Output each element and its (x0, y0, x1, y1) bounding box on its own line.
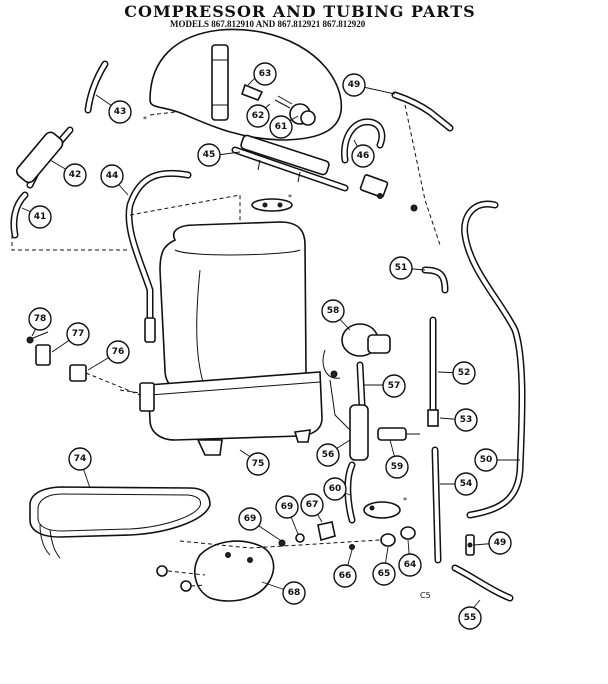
callout-62: 62 (246, 104, 270, 128)
callout-45: 45 (197, 143, 221, 167)
svg-text:55: 55 (464, 613, 477, 623)
callout-68: 68 (282, 581, 306, 605)
svg-text:61: 61 (275, 122, 288, 132)
callout-42: 42 (63, 163, 87, 187)
svg-text:50: 50 (480, 455, 493, 465)
kit-outline (149, 28, 343, 141)
callout-63: 63 (253, 62, 277, 86)
svg-text:57: 57 (388, 381, 401, 391)
callout-59: 59 (385, 455, 409, 479)
svg-text:75: 75 (252, 459, 265, 469)
callout-54: 54 (454, 472, 478, 496)
svg-text:58: 58 (327, 306, 340, 316)
callout-75: 75 (246, 452, 270, 476)
svg-text:77: 77 (72, 329, 85, 339)
svg-text:45: 45 (203, 150, 216, 160)
svg-text:67: 67 (306, 500, 319, 510)
kit-tube (211, 44, 229, 121)
callout-52: 52 (452, 361, 476, 385)
svg-text:63: 63 (259, 69, 272, 79)
svg-text:56: 56 (322, 450, 335, 460)
callout-57: 57 (382, 374, 406, 398)
svg-text:43: 43 (114, 107, 127, 117)
callout-74: 74 (68, 447, 92, 471)
svg-text:69: 69 (244, 514, 257, 524)
svg-text:62: 62 (252, 111, 265, 121)
svg-text:42: 42 (69, 170, 82, 180)
callout-49: 49 (342, 73, 366, 97)
callout-61: 61 (269, 115, 293, 139)
callout-41: 41 (28, 205, 52, 229)
callout-66: 66 (333, 564, 357, 588)
callout-53: 53 (454, 408, 478, 432)
callout-69: 69 (275, 495, 299, 519)
callout-77: 77 (66, 322, 90, 346)
svg-text:51: 51 (395, 263, 408, 273)
svg-text:41: 41 (34, 212, 47, 222)
svg-text:78: 78 (34, 314, 47, 324)
svg-text:68: 68 (288, 588, 301, 598)
svg-text:76: 76 (112, 347, 125, 357)
svg-text:46: 46 (357, 151, 370, 161)
callout-67: 67 (300, 493, 324, 517)
svg-text:53: 53 (460, 415, 473, 425)
svg-text:69: 69 (281, 502, 294, 512)
callout-60: 60 (323, 477, 347, 501)
callout-78: 78 (28, 307, 52, 331)
callout-58: 58 (321, 299, 345, 323)
asterisk-mark: * (143, 115, 147, 124)
callout-48: 49 (488, 531, 512, 555)
svg-text:66: 66 (339, 571, 352, 581)
svg-text:49: 49 (494, 538, 507, 548)
svg-text:52: 52 (458, 368, 471, 378)
callout-56: 56 (316, 443, 340, 467)
svg-text:49: 49 (348, 80, 361, 90)
svg-text:44: 44 (106, 171, 119, 181)
model-numbers: MODELS 867.812910 AND 867.812921 867.812… (170, 19, 366, 29)
diagram-title: COMPRESSOR AND TUBING PARTS (124, 2, 476, 21)
svg-text:54: 54 (460, 479, 473, 489)
svg-text:*: * (403, 496, 407, 505)
callout-64: 64 (398, 553, 422, 577)
svg-text:65: 65 (378, 569, 391, 579)
callout-51: 51 (389, 256, 413, 280)
callout-46: 46 (351, 144, 375, 168)
svg-text:*: * (288, 193, 292, 202)
callout-50: 50 (474, 448, 498, 472)
callout-43: 43 (108, 100, 132, 124)
svg-text:59: 59 (391, 462, 404, 472)
callout-76: 76 (106, 340, 130, 364)
footer-mark: C5 (420, 591, 431, 600)
callout-55: 55 (458, 606, 482, 630)
svg-text:64: 64 (404, 560, 417, 570)
svg-text:74: 74 (74, 454, 87, 464)
callout-44: 44 (100, 164, 124, 188)
callout-65: 65 (372, 562, 396, 586)
svg-text:60: 60 (329, 484, 342, 494)
callout-70: 69 (238, 507, 262, 531)
